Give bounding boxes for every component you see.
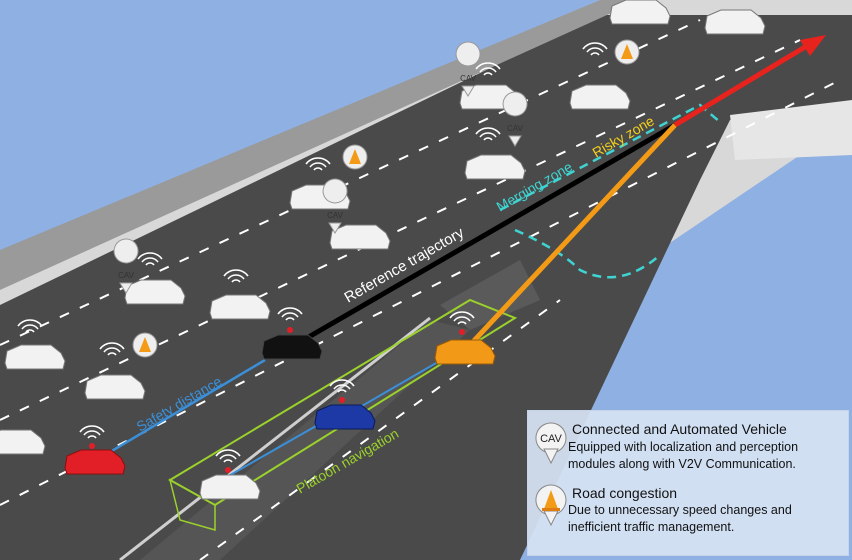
cav-markers: CAV CAV CAV CAV bbox=[113, 41, 528, 294]
road-congestion-icon bbox=[132, 332, 158, 358]
lead-black-car bbox=[261, 334, 323, 360]
platoon-box-edge bbox=[168, 478, 216, 531]
cav-car bbox=[464, 154, 526, 180]
merge-arrow-head bbox=[800, 35, 826, 56]
road-congestion-icon bbox=[342, 144, 368, 170]
cav-marker-text: CAV bbox=[327, 211, 344, 220]
merge-arrow-line bbox=[673, 41, 812, 128]
cav-car bbox=[329, 224, 391, 250]
safety-distance-line bbox=[104, 358, 266, 457]
car bbox=[84, 374, 146, 400]
congestion-markers bbox=[132, 39, 640, 358]
car bbox=[609, 0, 671, 25]
cav-marker-icon: CAV bbox=[113, 238, 139, 294]
risky-path-line bbox=[468, 123, 677, 347]
main-carriageway bbox=[0, 15, 852, 560]
cav-marker-text: CAV bbox=[460, 74, 477, 83]
road-congestion-icon bbox=[614, 39, 640, 65]
reference-trajectory-line bbox=[298, 122, 677, 345]
ego-red-car bbox=[64, 449, 126, 475]
car bbox=[209, 294, 271, 320]
siren-icons bbox=[89, 327, 465, 473]
lane-marking-1 bbox=[0, 19, 701, 346]
legend-cav-desc-line1: Equipped with localization and perceptio… bbox=[568, 440, 799, 454]
platoon-link-1 bbox=[224, 417, 331, 479]
cav-marker-icon: CAV bbox=[535, 422, 567, 465]
siren-icon bbox=[225, 467, 231, 473]
cav-marker-text: CAV bbox=[507, 124, 524, 133]
merging-orange-car bbox=[434, 339, 496, 365]
platoon-car-3 bbox=[199, 474, 261, 500]
cav-marker-icon: CAV bbox=[322, 178, 348, 234]
median-barrier bbox=[0, 0, 640, 290]
siren-icon bbox=[89, 443, 95, 449]
lane-marking-2 bbox=[0, 39, 801, 421]
legend-panel: CAV Connected and Automated Vehicle Equi… bbox=[527, 410, 849, 556]
legend-congestion-title: Road congestion bbox=[572, 485, 678, 501]
ramp-edge-line bbox=[119, 316, 431, 560]
legend-cav-icon-text: CAV bbox=[540, 433, 562, 445]
ramp-barrier bbox=[730, 100, 852, 160]
cav-marker-text: CAV bbox=[118, 271, 135, 280]
merging-zone-outline bbox=[499, 103, 721, 279]
cav-car bbox=[569, 84, 631, 110]
car bbox=[704, 9, 766, 35]
cav-marker-icon: CAV bbox=[455, 41, 481, 97]
cav-car bbox=[124, 279, 186, 305]
legend-cav-desc-line2: modules along with V2V Communication. bbox=[568, 457, 796, 471]
lane-marking-ramp bbox=[199, 299, 561, 560]
car bbox=[4, 344, 66, 370]
platoon-link-2 bbox=[354, 354, 451, 411]
platoon-blue-car bbox=[314, 404, 376, 430]
legend-congestion-desc-line2: inefficient traffic management. bbox=[568, 520, 735, 534]
siren-icon bbox=[459, 329, 465, 335]
legend-cav-title: Connected and Automated Vehicle bbox=[572, 421, 787, 437]
legend-congestion-desc-line1: Due to unnecessary speed changes and bbox=[568, 503, 792, 517]
siren-icon bbox=[339, 397, 345, 403]
siren-icon bbox=[287, 327, 293, 333]
road-congestion-icon bbox=[535, 484, 567, 527]
cav-marker-icon: CAV bbox=[502, 91, 528, 147]
